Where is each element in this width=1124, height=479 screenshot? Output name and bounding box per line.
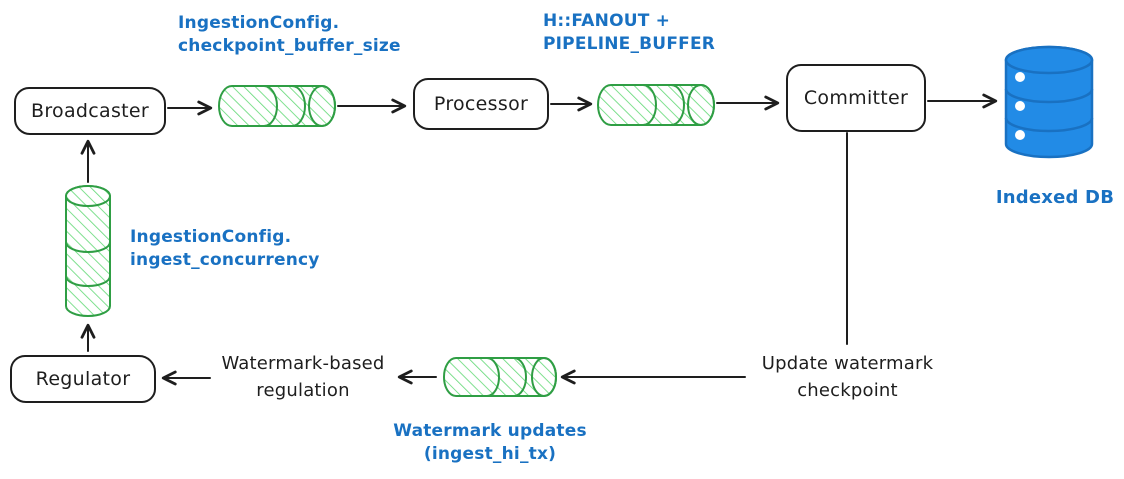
db-dot-2 — [1015, 101, 1025, 111]
queue-pipeline-buffer-cylinder[interactable] — [597, 83, 715, 127]
queue-ingest-concurrency-cylinder[interactable] — [64, 184, 112, 318]
node-broadcaster[interactable]: Broadcaster — [14, 87, 166, 135]
queue-watermark-updates-cylinder[interactable] — [443, 356, 557, 398]
node-regulator[interactable]: Regulator — [10, 355, 156, 403]
label-watermark-updates: Watermark updates (ingest_hi_tx) — [393, 421, 587, 464]
annotation-watermark-regulation: Watermark-based regulation — [221, 353, 385, 401]
label-checkpoint-buffer-size: IngestionConfig. checkpoint_buffer_size — [178, 13, 401, 56]
node-committer-label: Committer — [803, 87, 909, 109]
node-regulator-label: Regulator — [35, 368, 131, 390]
node-broadcaster-label: Broadcaster — [31, 100, 149, 122]
node-committer[interactable]: Committer — [786, 64, 926, 132]
db-dot-3 — [1015, 130, 1025, 140]
queue-checkpoint-buffer-cylinder[interactable] — [218, 84, 336, 128]
annotation-update-watermark-checkpoint: Update watermark checkpoint — [761, 353, 934, 401]
label-pipeline-buffer: H::FANOUT + PIPELINE_BUFFER — [543, 11, 716, 54]
node-processor[interactable]: Processor — [413, 78, 549, 130]
indexed-db-cylinder[interactable] — [1003, 44, 1095, 162]
label-ingest-concurrency: IngestionConfig. ingest_concurrency — [130, 227, 320, 270]
node-processor-label: Processor — [433, 93, 529, 115]
db-dot-1 — [1015, 72, 1025, 82]
label-indexed-db: Indexed DB — [995, 187, 1115, 208]
